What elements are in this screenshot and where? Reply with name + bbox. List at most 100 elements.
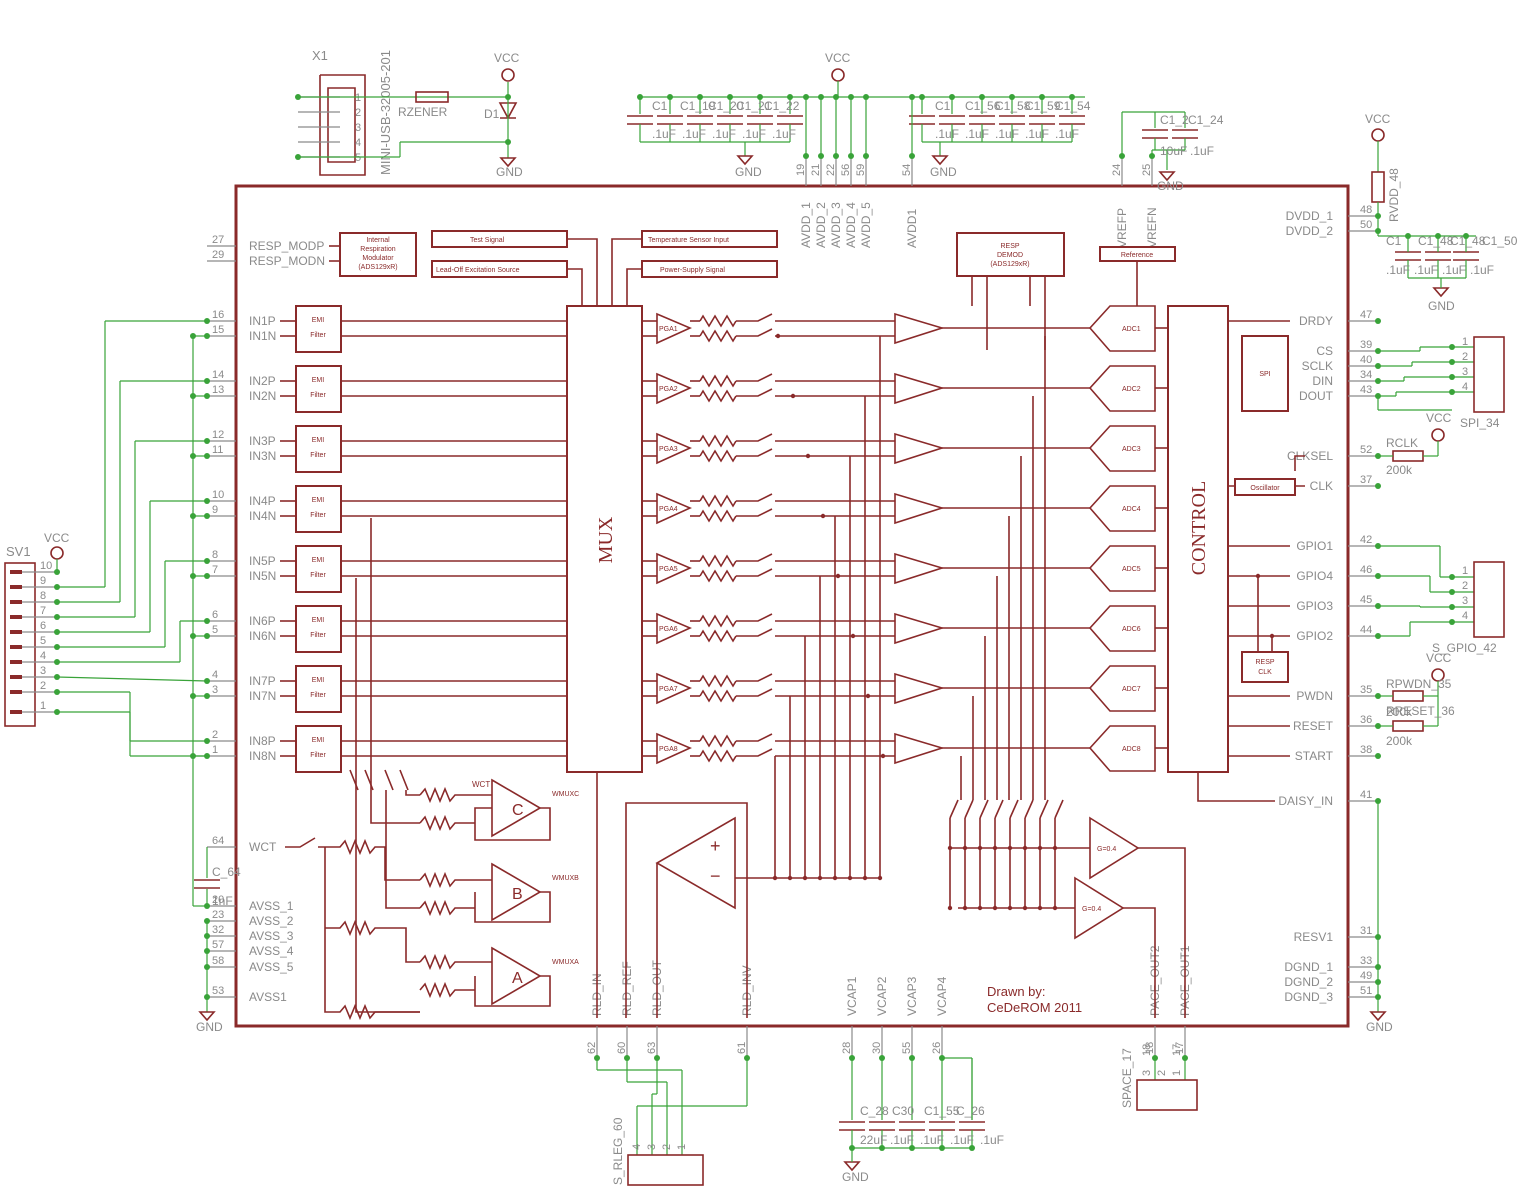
left-pin-name-IN3P: IN3P: [249, 434, 276, 448]
spi-text: SPI: [1259, 371, 1270, 378]
capacitor: [1425, 251, 1451, 261]
left-pin-name-AVSS_4: AVSS_4: [249, 944, 294, 958]
junction: [865, 693, 871, 699]
adc-7: [1088, 665, 1156, 712]
cap-top-a-value: .1uF: [712, 127, 736, 141]
pga-4: [656, 492, 692, 525]
resistor: [699, 374, 737, 388]
cap-vref-name: C1_24: [1188, 113, 1224, 127]
junction: [1375, 318, 1381, 324]
pga-5: [656, 552, 692, 585]
switch: [736, 373, 773, 397]
bottom-pin-number-17: 17: [1174, 1042, 1186, 1054]
junction: [820, 513, 826, 519]
spi-header-pin-3: 3: [1462, 366, 1468, 378]
capacitor: [839, 1121, 865, 1131]
spi-header-pin-4: 4: [1462, 381, 1468, 393]
right-pin-number-37: 37: [1360, 474, 1372, 486]
left-pin-number-13: 13: [212, 384, 224, 396]
resistor: [699, 569, 737, 583]
left-pin-name-RESP_MODP: RESP_MODP: [249, 239, 324, 253]
right-pin-number-43: 43: [1360, 384, 1372, 396]
capacitor: [899, 1121, 925, 1131]
vcc-label-pwdn: VCC: [1426, 651, 1452, 665]
gpio-header: S_GPIO_42: [1432, 561, 1505, 655]
right-pin-number-39: 39: [1360, 339, 1372, 351]
left-pin-number-7: 7: [212, 564, 218, 576]
sv1-pin-number-5: 5: [40, 635, 46, 647]
right-pins: 48DVDD_150DVDD_247DRDY39CS40SCLK34DIN43D…: [1278, 112, 1517, 1034]
left-pin-name-IN8P: IN8P: [249, 734, 276, 748]
sv1-pin-number-2: 2: [40, 680, 46, 692]
junction: [880, 753, 886, 759]
rld-header: S_RLEG_60: [611, 1117, 704, 1186]
resistor: [699, 614, 737, 628]
resistor: [699, 629, 737, 643]
top-pin-number-21: 21: [810, 164, 822, 176]
emi-filter-6: [295, 605, 342, 653]
sv1-pin-body: [10, 600, 22, 604]
temp-sensor-text: Temperature Sensor Input: [648, 237, 729, 244]
rld-header-pin-3: 3: [646, 1144, 658, 1150]
gnd-label-vref: GND: [1157, 179, 1184, 193]
junction: [204, 378, 210, 384]
vcc-symbol: [831, 68, 845, 82]
resistor: [699, 509, 737, 523]
junction: [190, 573, 196, 579]
capacitor: [687, 115, 713, 125]
left-pin-name-RESP_MODN: RESP_MODN: [249, 254, 325, 268]
resistor: [699, 554, 737, 568]
emi-sublabel: Filter: [310, 752, 326, 759]
top-pin-number-19: 19: [795, 164, 807, 176]
capacitor: [747, 115, 773, 125]
switch: [736, 733, 773, 757]
cap-top-b-name: C1_59: [1025, 99, 1061, 113]
cap-top-b-name: C1_54: [1055, 99, 1091, 113]
amp-c-wmux: WMUXC: [552, 791, 579, 798]
junction: [1375, 483, 1381, 489]
right-pin-name-DRDY: DRDY: [1299, 314, 1333, 328]
resistor: [699, 389, 737, 403]
junction: [190, 333, 196, 339]
resp-mod-l3: Modulator: [362, 255, 394, 262]
junction: [1449, 344, 1455, 350]
pga-6: [656, 612, 692, 645]
left-pin-name-IN5P: IN5P: [249, 554, 276, 568]
left-pin-name-IN7P: IN7P: [249, 674, 276, 688]
cap-vcap-value: .1uF: [950, 1133, 974, 1147]
junction: [1463, 233, 1469, 239]
right-pin-number-35: 35: [1360, 684, 1372, 696]
cap-top-b-value: .1uF: [965, 127, 989, 141]
right-pin-name-DOUT: DOUT: [1299, 389, 1334, 403]
bottom-pin-name-VCAP2: VCAP2: [875, 976, 889, 1016]
switch: [736, 613, 773, 637]
right-pin-number-41: 41: [1360, 789, 1372, 801]
top-pin-name-AVDD_3: AVDD_3: [829, 202, 843, 248]
cap-top-a-name: C1_20: [708, 99, 744, 113]
resistor: [699, 674, 737, 688]
space-header-net-18: 18: [1141, 1044, 1153, 1056]
pga-label-5: PGA5: [659, 566, 678, 573]
sv1-pin-number-6: 6: [40, 620, 46, 632]
junction: [1269, 633, 1275, 639]
junction: [848, 94, 854, 100]
emi-label: EMI: [312, 437, 325, 444]
capacitor: [194, 879, 220, 889]
rclk-label: RCLK: [1386, 436, 1418, 450]
emi-label: EMI: [312, 617, 325, 624]
bottom-pin-number-28: 28: [841, 1042, 853, 1054]
sv1-pin-body: [10, 710, 22, 714]
gnd-label-usb: GND: [496, 165, 523, 179]
bottom-pin-number-62: 62: [586, 1042, 598, 1054]
emi-sublabel: Filter: [310, 572, 326, 579]
right-pin-name-GPIO2: GPIO2: [1296, 629, 1333, 643]
cap-top-a-value: .1uF: [652, 127, 676, 141]
cap-top-a-value: .1uF: [682, 127, 706, 141]
right-pin-number-31: 31: [1360, 925, 1372, 937]
resistor: [699, 314, 737, 328]
vcc-label-sv1: VCC: [44, 531, 70, 545]
junction: [204, 618, 210, 624]
sv1-pin-body: [10, 570, 22, 574]
left-pin-name-IN7N: IN7N: [249, 689, 276, 703]
vcc-symbol: [1431, 428, 1445, 442]
